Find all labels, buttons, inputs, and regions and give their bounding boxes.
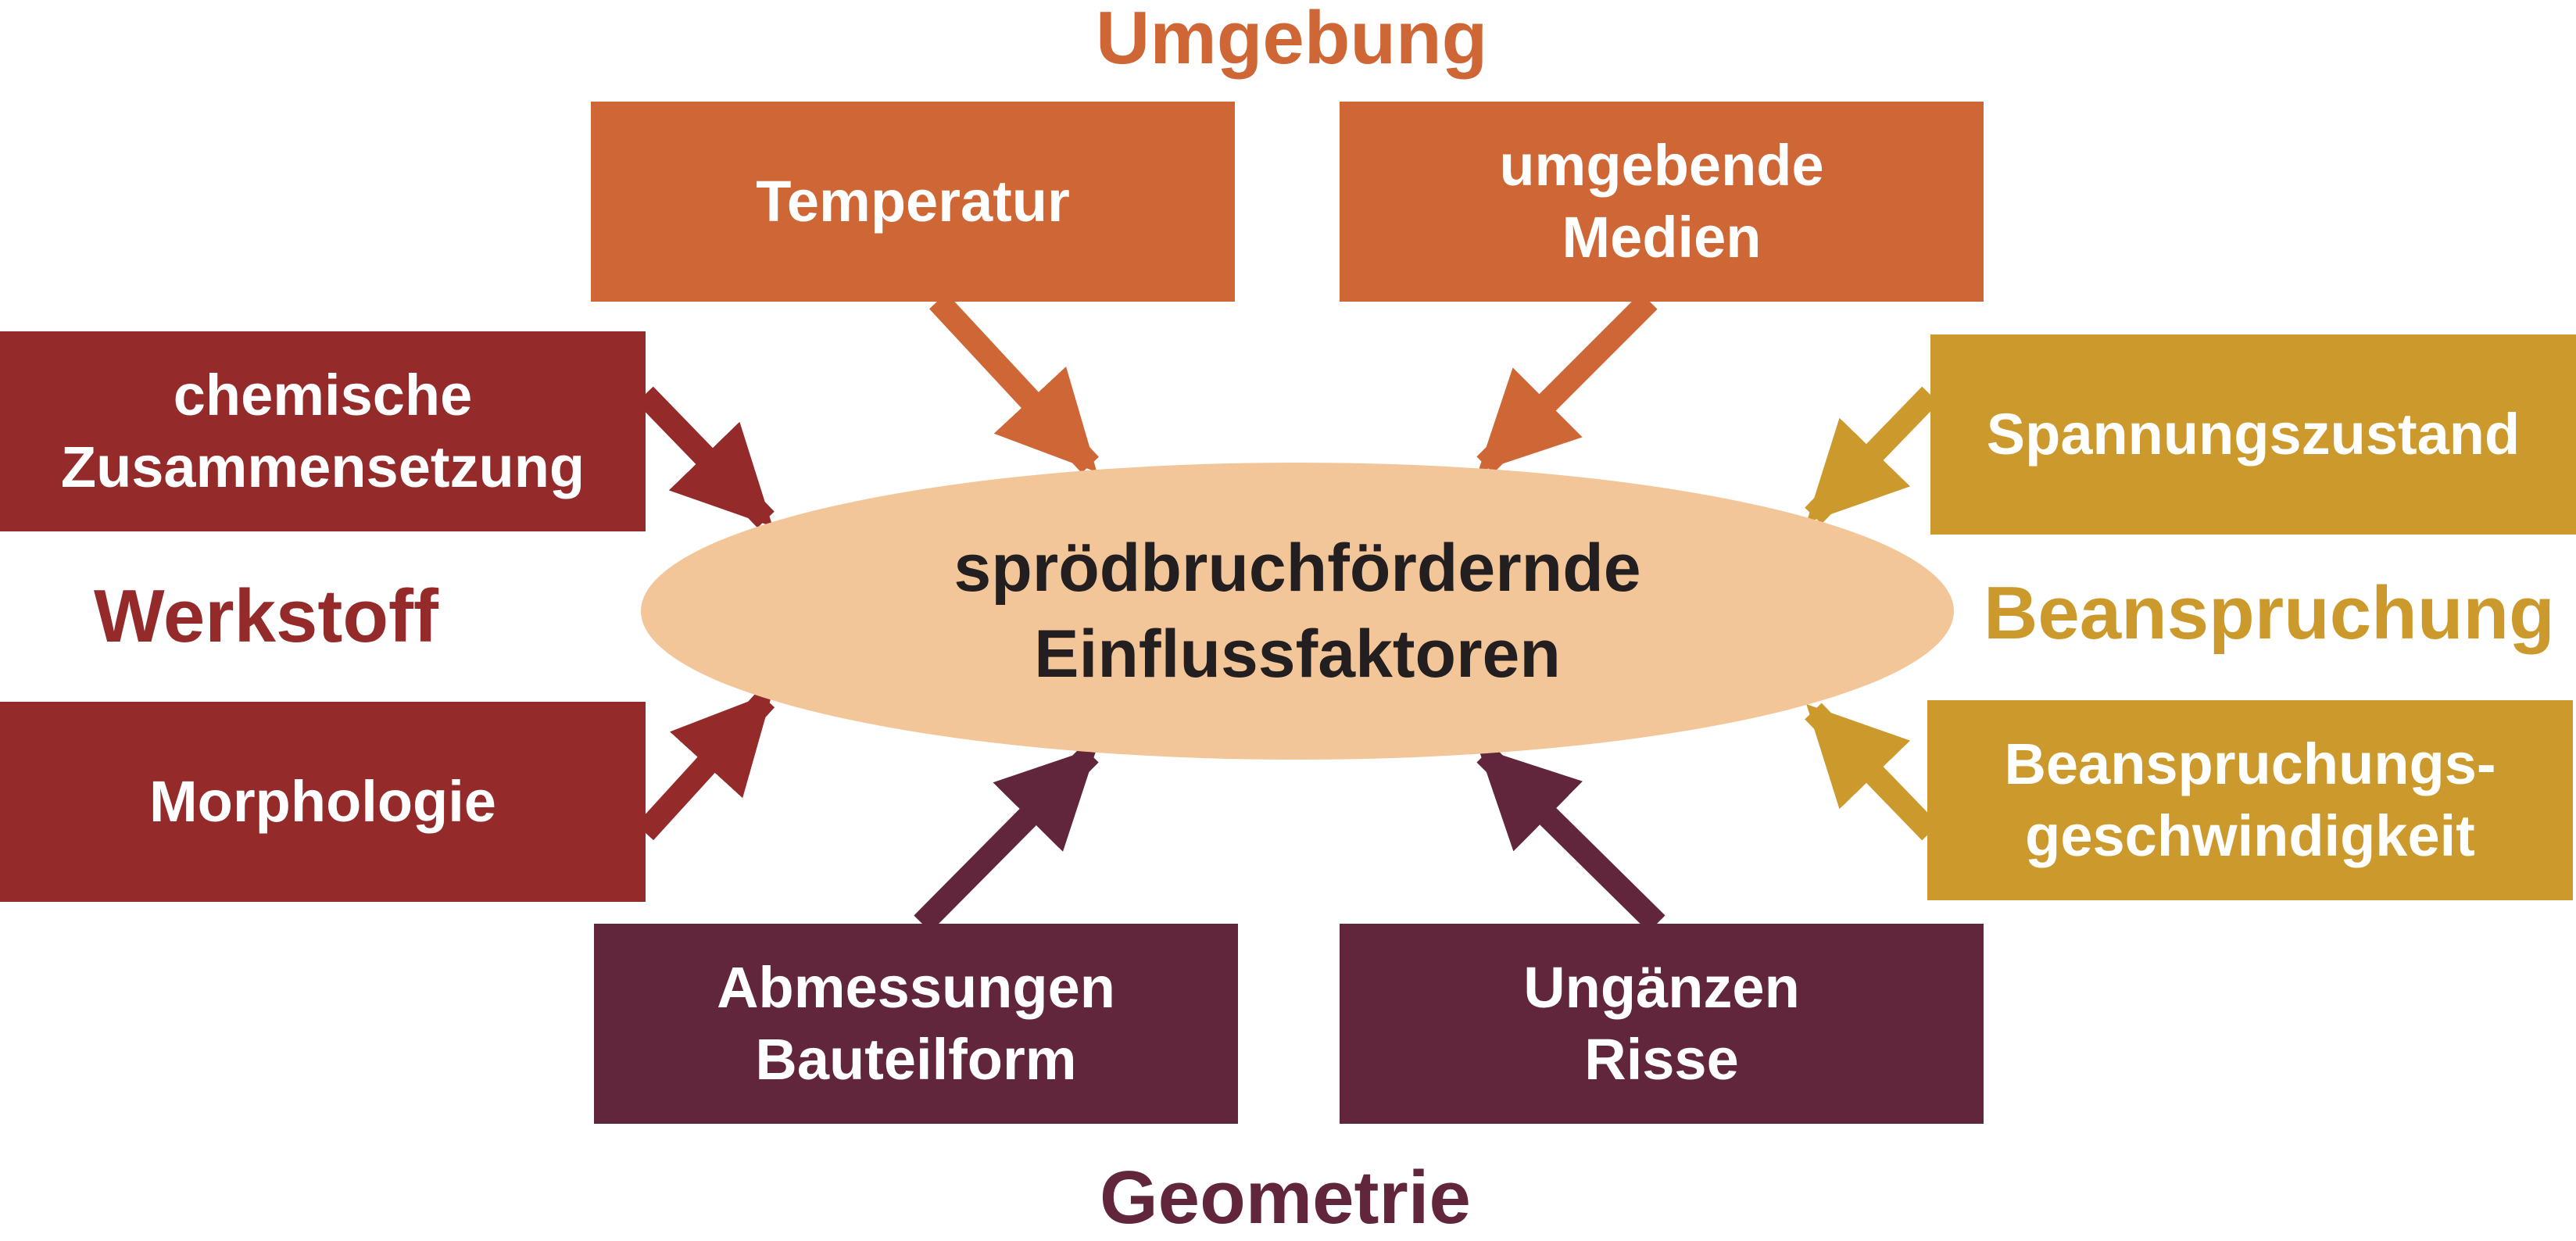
factor-chemische-zusammensetzung: chemische Zusammensetzung <box>0 331 646 531</box>
center-ellipse <box>641 463 1954 760</box>
arrow-unganzen <box>1476 746 1665 932</box>
factor-abmessungen-bauteilform-label: Abmessungen Bauteilform <box>717 955 1115 1092</box>
arrow-temperatur <box>929 292 1099 474</box>
factor-umgebende-medien-label: umgebende Medien <box>1499 133 1824 270</box>
factor-morphologie-label: Morphologie <box>149 769 496 834</box>
factor-unganzen-risse: Ungänzen Risse <box>1340 924 1984 1124</box>
group-label-beanspruchung: Beanspruchung <box>1984 571 2555 655</box>
arrow-abmessungen <box>914 746 1099 932</box>
factor-beanspruchungsgeschwindigkeit-label: Beanspruchungs- geschwindigkeit <box>2004 731 2496 868</box>
group-label-geometrie: Geometrie <box>1100 1156 1471 1239</box>
arrow-morphologie <box>635 691 775 841</box>
factor-abmessungen-bauteilform: Abmessungen Bauteilform <box>594 924 1238 1124</box>
factor-beanspruchungsgeschwindigkeit: Beanspruchungs- geschwindigkeit <box>1927 700 2573 900</box>
group-label-umgebung: Umgebung <box>1096 0 1488 80</box>
center-label: sprödbruchfördernde Einflussfaktoren <box>953 531 1641 692</box>
factor-spannungszustand: Spannungszustand <box>1930 334 2576 535</box>
factor-temperatur-label: Temperatur <box>756 169 1070 234</box>
arrow-medien <box>1476 292 1658 474</box>
factor-spannungszustand-label: Spannungszustand <box>1986 402 2521 467</box>
group-label-werkstoff: Werkstoff <box>94 574 438 658</box>
center-node: sprödbruchfördernde Einflussfaktoren <box>641 463 1954 760</box>
factor-chemische-zusammensetzung-label: chemische Zusammensetzung <box>60 363 585 499</box>
arrow-geschwindigkeit <box>1805 703 1939 841</box>
arrow-spannung <box>1805 386 1939 524</box>
factor-unganzen-risse-label: Ungänzen Risse <box>1523 955 1800 1092</box>
arrow-chemische <box>636 386 775 528</box>
factor-umgebende-medien: umgebende Medien <box>1340 102 1984 302</box>
factor-temperatur: Temperatur <box>591 102 1235 302</box>
factor-morphologie: Morphologie <box>0 702 646 902</box>
